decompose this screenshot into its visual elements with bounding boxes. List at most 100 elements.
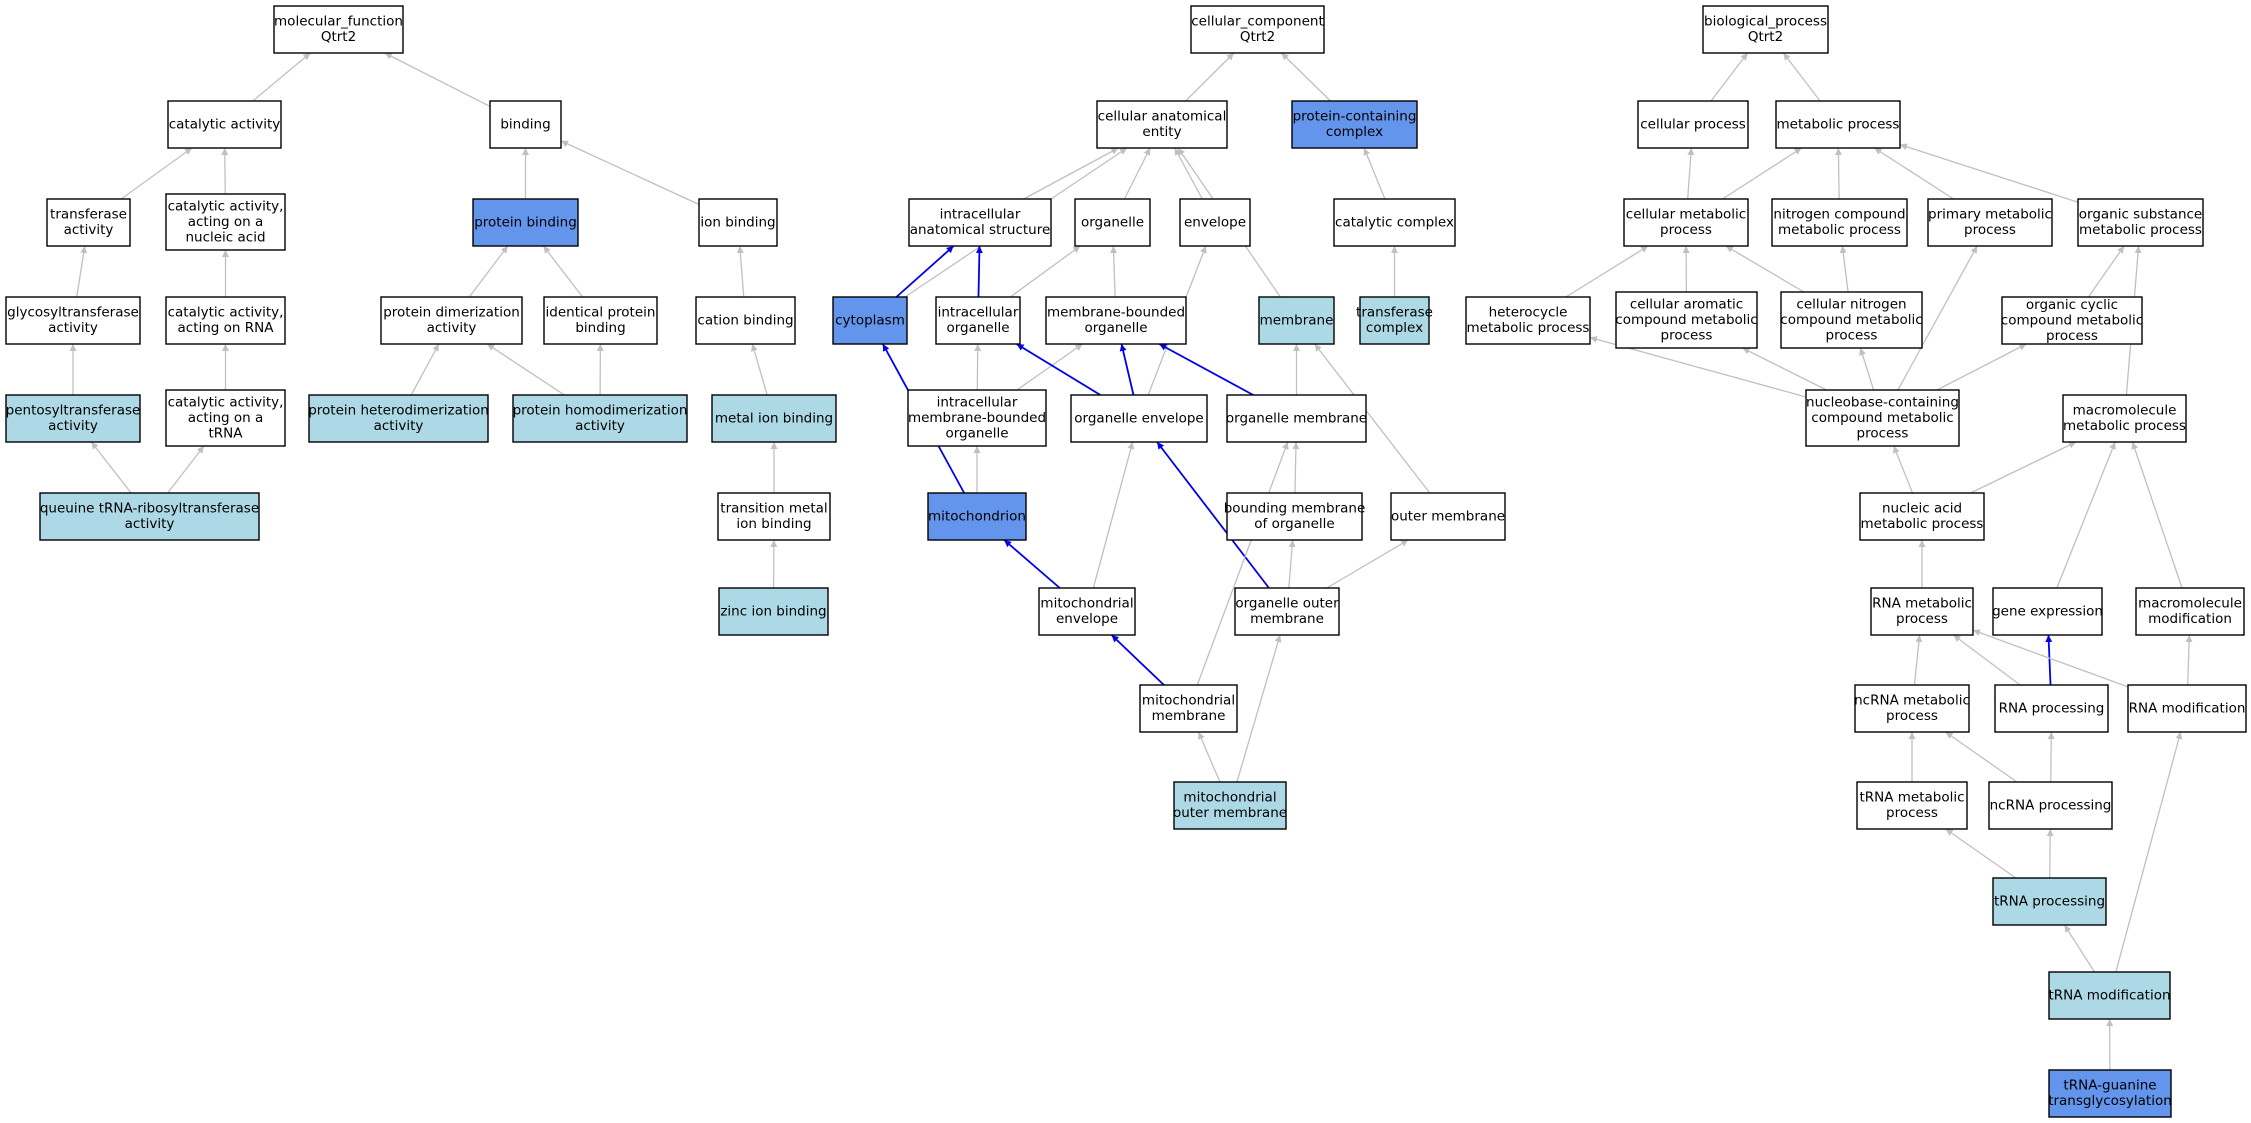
- node-label: membrane-bounded: [1047, 305, 1185, 321]
- node-label: protein-containing: [1293, 109, 1417, 125]
- node-label: organelle envelope: [1074, 410, 1203, 426]
- edge-cytoplasm-to-intracellular_anat: [895, 245, 955, 298]
- node-outer-membrane[interactable]: outer membrane: [1390, 492, 1506, 541]
- edge-organelle_membrane-to-membrane_bounded: [1158, 343, 1254, 396]
- node-protein-binding[interactable]: protein binding: [472, 198, 579, 247]
- node-label: cellular_component: [1191, 14, 1323, 30]
- node-label: pentosyltransferase: [6, 403, 141, 419]
- node-label: metabolic process: [2063, 418, 2186, 434]
- node-label: complex: [1366, 320, 1423, 336]
- edge-ncrna_metabolic-to-rna_metabolic: [1913, 634, 1923, 686]
- edge-membrane_bounded-to-organelle: [1110, 245, 1118, 298]
- edge-nitrogen_compound-to-metabolic_process: [1834, 147, 1842, 200]
- node-ncrna-processing[interactable]: ncRNA processing: [1988, 781, 2113, 830]
- edge-organelle_envelope-to-intracellular_org: [1016, 343, 1101, 396]
- node-zinc-ion[interactable]: zinc ion binding: [718, 587, 829, 636]
- edge-trna_processing-to-trna_metabolic: [1945, 828, 2017, 879]
- node-rna-modification[interactable]: RNA modification: [2127, 684, 2247, 733]
- node-label: intracellular: [940, 207, 1021, 223]
- node-cellular-process[interactable]: cellular process: [1637, 100, 1749, 149]
- node-label: process: [2046, 328, 2098, 344]
- node-binding[interactable]: binding: [489, 100, 562, 149]
- node-label: mitochondrial: [1040, 596, 1133, 612]
- node-trna-processing[interactable]: tRNA processing: [1992, 877, 2107, 926]
- node-label: organelle: [1084, 320, 1147, 336]
- node-label: Qtrt2: [1748, 29, 1783, 45]
- edge-nucleobase-to-primary_metabolic: [1897, 245, 1978, 391]
- node-ion-binding[interactable]: ion binding: [698, 198, 778, 247]
- node-label: process: [1826, 327, 1878, 343]
- edge-organelle_outer-to-bounding_membrane: [1288, 539, 1296, 589]
- node-catalytic-activity[interactable]: catalytic activity: [167, 100, 282, 149]
- node-cation-binding[interactable]: cation binding: [695, 296, 796, 345]
- node-mitochondrion[interactable]: mitochondrion: [927, 492, 1027, 541]
- node-metabolic-process[interactable]: metabolic process: [1775, 100, 1901, 149]
- node-organelle-membrane[interactable]: organelle membrane: [1226, 394, 1367, 443]
- edge-mito_envelope-to-mitochondrion: [1003, 539, 1061, 589]
- node-box: [907, 389, 1047, 447]
- node-trna-modification[interactable]: tRNA modification: [2048, 971, 2171, 1020]
- node-gene-expression[interactable]: gene expression: [1992, 587, 2103, 636]
- edge-cation_binding-to-ion_binding: [736, 245, 745, 298]
- node-cytoplasm[interactable]: cytoplasm: [832, 296, 908, 345]
- edge-catalytic_complex-to-protein_complex: [1363, 147, 1386, 200]
- node-catalytic-complex[interactable]: catalytic complex: [1333, 198, 1456, 247]
- node-organelle[interactable]: organelle: [1074, 198, 1151, 247]
- node-label: binding: [500, 116, 550, 132]
- node-rna-processing[interactable]: RNA processing: [1994, 684, 2109, 733]
- node-cat-rna[interactable]: catalytic activity,acting on RNA: [165, 296, 286, 345]
- node-label: nucleobase-containing: [1806, 394, 1959, 410]
- node-organelle-envelope[interactable]: organelle envelope: [1070, 394, 1208, 443]
- node-membrane[interactable]: membrane: [1258, 296, 1335, 345]
- node-label: mitochondrial: [1142, 693, 1235, 709]
- edge-mito_membrane-to-mito_envelope: [1110, 634, 1165, 686]
- node-label: activity: [374, 418, 424, 434]
- node-box: [472, 198, 579, 247]
- node-metal-ion[interactable]: metal ion binding: [711, 394, 837, 443]
- node-envelope[interactable]: envelope: [1179, 198, 1251, 247]
- node-label: Qtrt2: [1240, 29, 1275, 45]
